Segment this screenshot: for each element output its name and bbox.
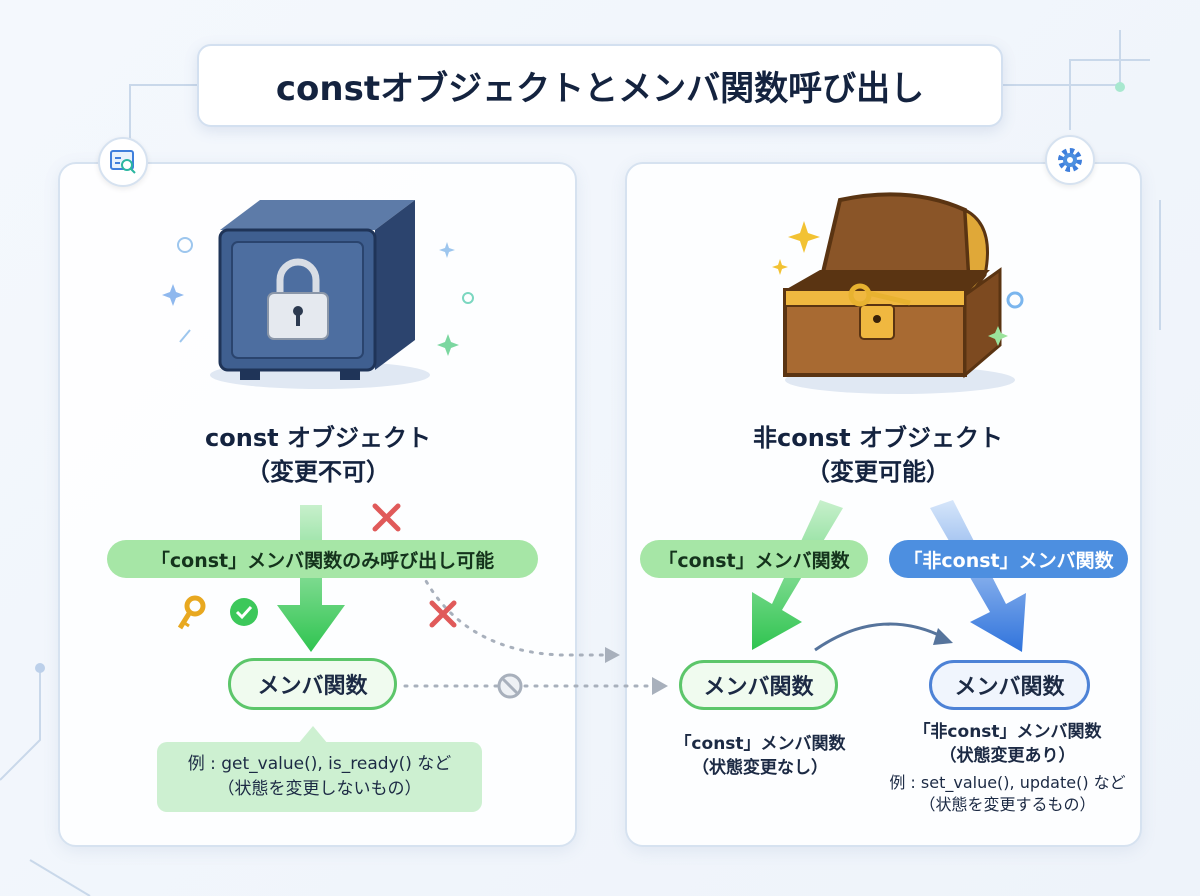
const-object-sublabel: （変更不可）: [246, 458, 390, 486]
nonconst-member-pill: 「非const」メンバ関数: [889, 540, 1128, 578]
nonconst-object-label: 非const オブジェクト: [753, 424, 1003, 452]
const-object-label: const オブジェクト: [205, 424, 431, 452]
right-nonconst-member-function-button[interactable]: メンバ関数: [929, 660, 1090, 710]
const-desc: 「const」メンバ関数: [674, 734, 846, 754]
inspect-icon: [98, 137, 148, 187]
const-example-callout: 例 : get_value(), is_ready() など （状態を変更しない…: [157, 742, 482, 812]
nonconst-desc-sub: （状態変更あり）: [939, 746, 1076, 766]
const-call-arrow: [277, 505, 345, 652]
nonconst-desc: 「非const」メンバ関数: [913, 722, 1102, 742]
const-desc-sub: （状態変更なし）: [692, 758, 828, 778]
const-to-nonconst-arc: [814, 622, 946, 652]
callout-example: 例 : get_value(), is_ready() など: [187, 754, 452, 774]
cross-icon: [372, 503, 401, 532]
treasure-chest-illustration: [772, 192, 1024, 394]
const-only-call-pill: 「const」メンバ関数のみ呼び出し可能: [107, 540, 538, 578]
gear-icon: [1045, 135, 1095, 185]
right-const-member-function-button[interactable]: メンバ関数: [679, 660, 838, 710]
check-icon: [230, 598, 258, 626]
page-title: constオブジェクトとメンバ関数呼び出し: [197, 44, 1003, 127]
safe-lock-illustration: [162, 200, 474, 389]
callout-note: （状態を変更しないもの）: [217, 779, 422, 799]
left-member-function-button[interactable]: メンバ関数: [228, 658, 397, 710]
const-member-pill: 「const」メンバ関数: [640, 540, 868, 578]
nonconst-object-sublabel: （変更可能）: [806, 458, 950, 486]
nonconst-example: 例 : set_value(), update() など: [889, 773, 1126, 792]
nonconst-object-panel: [625, 162, 1142, 847]
callout-pointer: [298, 726, 328, 744]
no-entry-icon: [497, 673, 523, 699]
cross-icon: [429, 600, 457, 628]
nonconst-example-note: （状態を変更するもの）: [919, 795, 1096, 814]
key-icon: [177, 595, 206, 630]
